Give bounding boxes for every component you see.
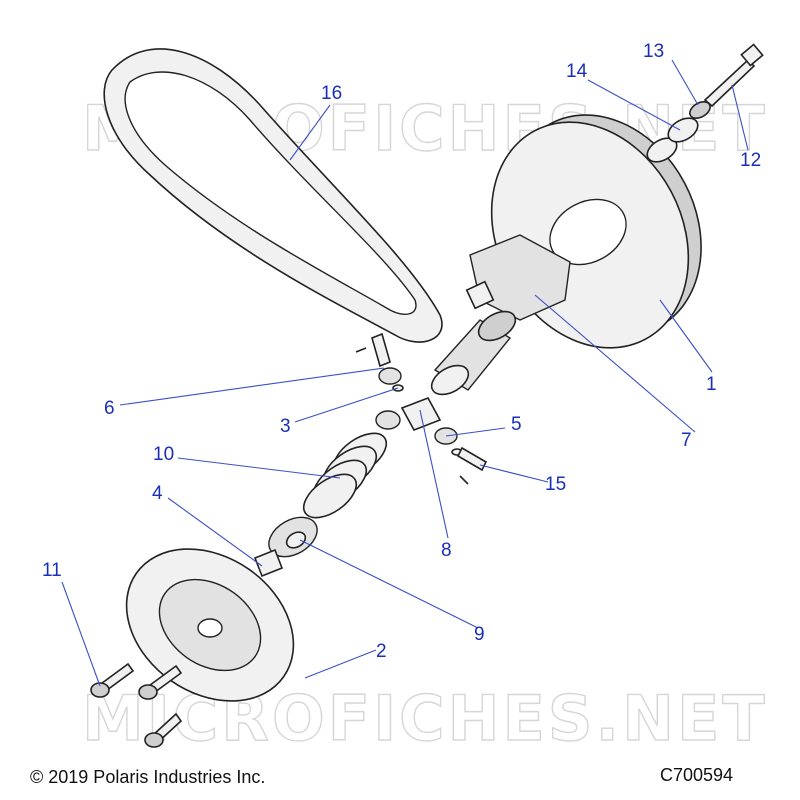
leader-lines: [61, 59, 749, 687]
part-bushing: [375, 397, 442, 431]
callout-13: 13: [643, 41, 664, 62]
diagram-code: C700594: [660, 765, 734, 785]
callout-5: 5: [511, 414, 522, 435]
callout-14: 14: [566, 61, 588, 82]
part-bolts: [90, 662, 183, 748]
callout-8: 8: [441, 540, 452, 561]
callout-6: 6: [104, 398, 115, 419]
part-roller-pin: [355, 332, 404, 392]
part-spring: [302, 432, 388, 519]
part-spring-cup: [253, 516, 318, 578]
callout-10: 10: [153, 444, 174, 465]
callout-9: 9: [474, 624, 485, 645]
part-clutch-post: [430, 234, 571, 396]
callout-11: 11: [42, 560, 62, 581]
callout-7: 7: [681, 430, 692, 451]
watermark-bottom: MICROFICHES.NET: [82, 682, 768, 755]
copyright-text: © 2019 Polaris Industries Inc.: [30, 767, 266, 787]
part-drive-belt: [103, 48, 443, 343]
callout-3: 3: [280, 416, 291, 437]
callout-15: 15: [545, 474, 566, 495]
callout-4: 4: [152, 483, 163, 504]
callout-16: 16: [321, 83, 342, 104]
callout-1: 1: [706, 374, 717, 395]
part-small-ring: [434, 427, 488, 485]
callout-labels: 16 1 2 3 4 5 6 7 8 9 10 11 12 13 14 15: [42, 41, 761, 662]
callout-2: 2: [376, 641, 387, 662]
part-bolt-long: [703, 43, 764, 108]
callout-12: 12: [740, 150, 761, 171]
